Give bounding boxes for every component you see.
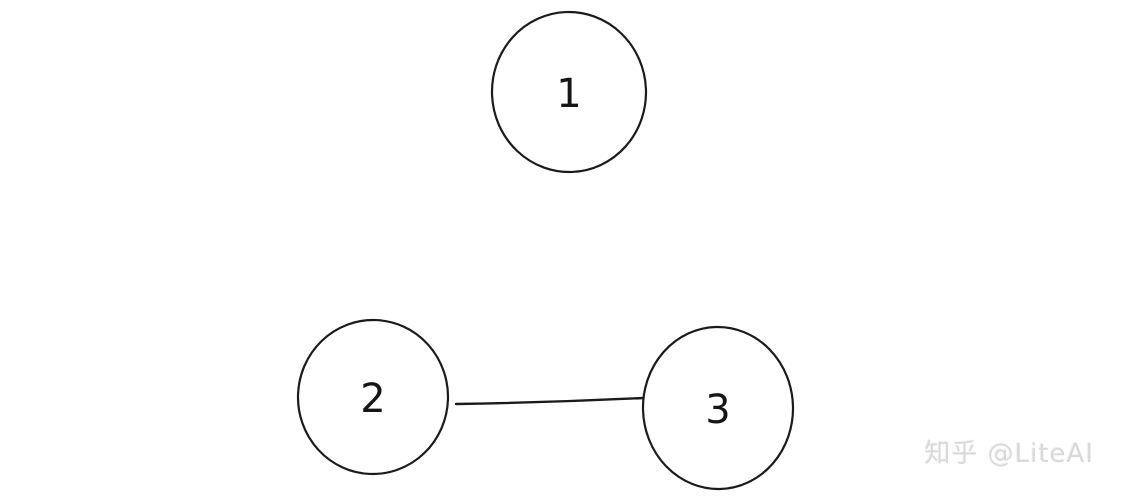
graph-node-2	[296, 318, 450, 476]
graph-node-label-3: 3	[705, 387, 730, 433]
graph-edge-2-3	[454, 396, 645, 406]
graph-node-label-2: 2	[360, 376, 385, 422]
graph-node-label-1: 1	[556, 71, 581, 117]
watermark-text: 知乎 @LiteAI	[924, 439, 1094, 469]
graph-node-1	[490, 10, 648, 174]
graph-node-3	[641, 325, 795, 491]
